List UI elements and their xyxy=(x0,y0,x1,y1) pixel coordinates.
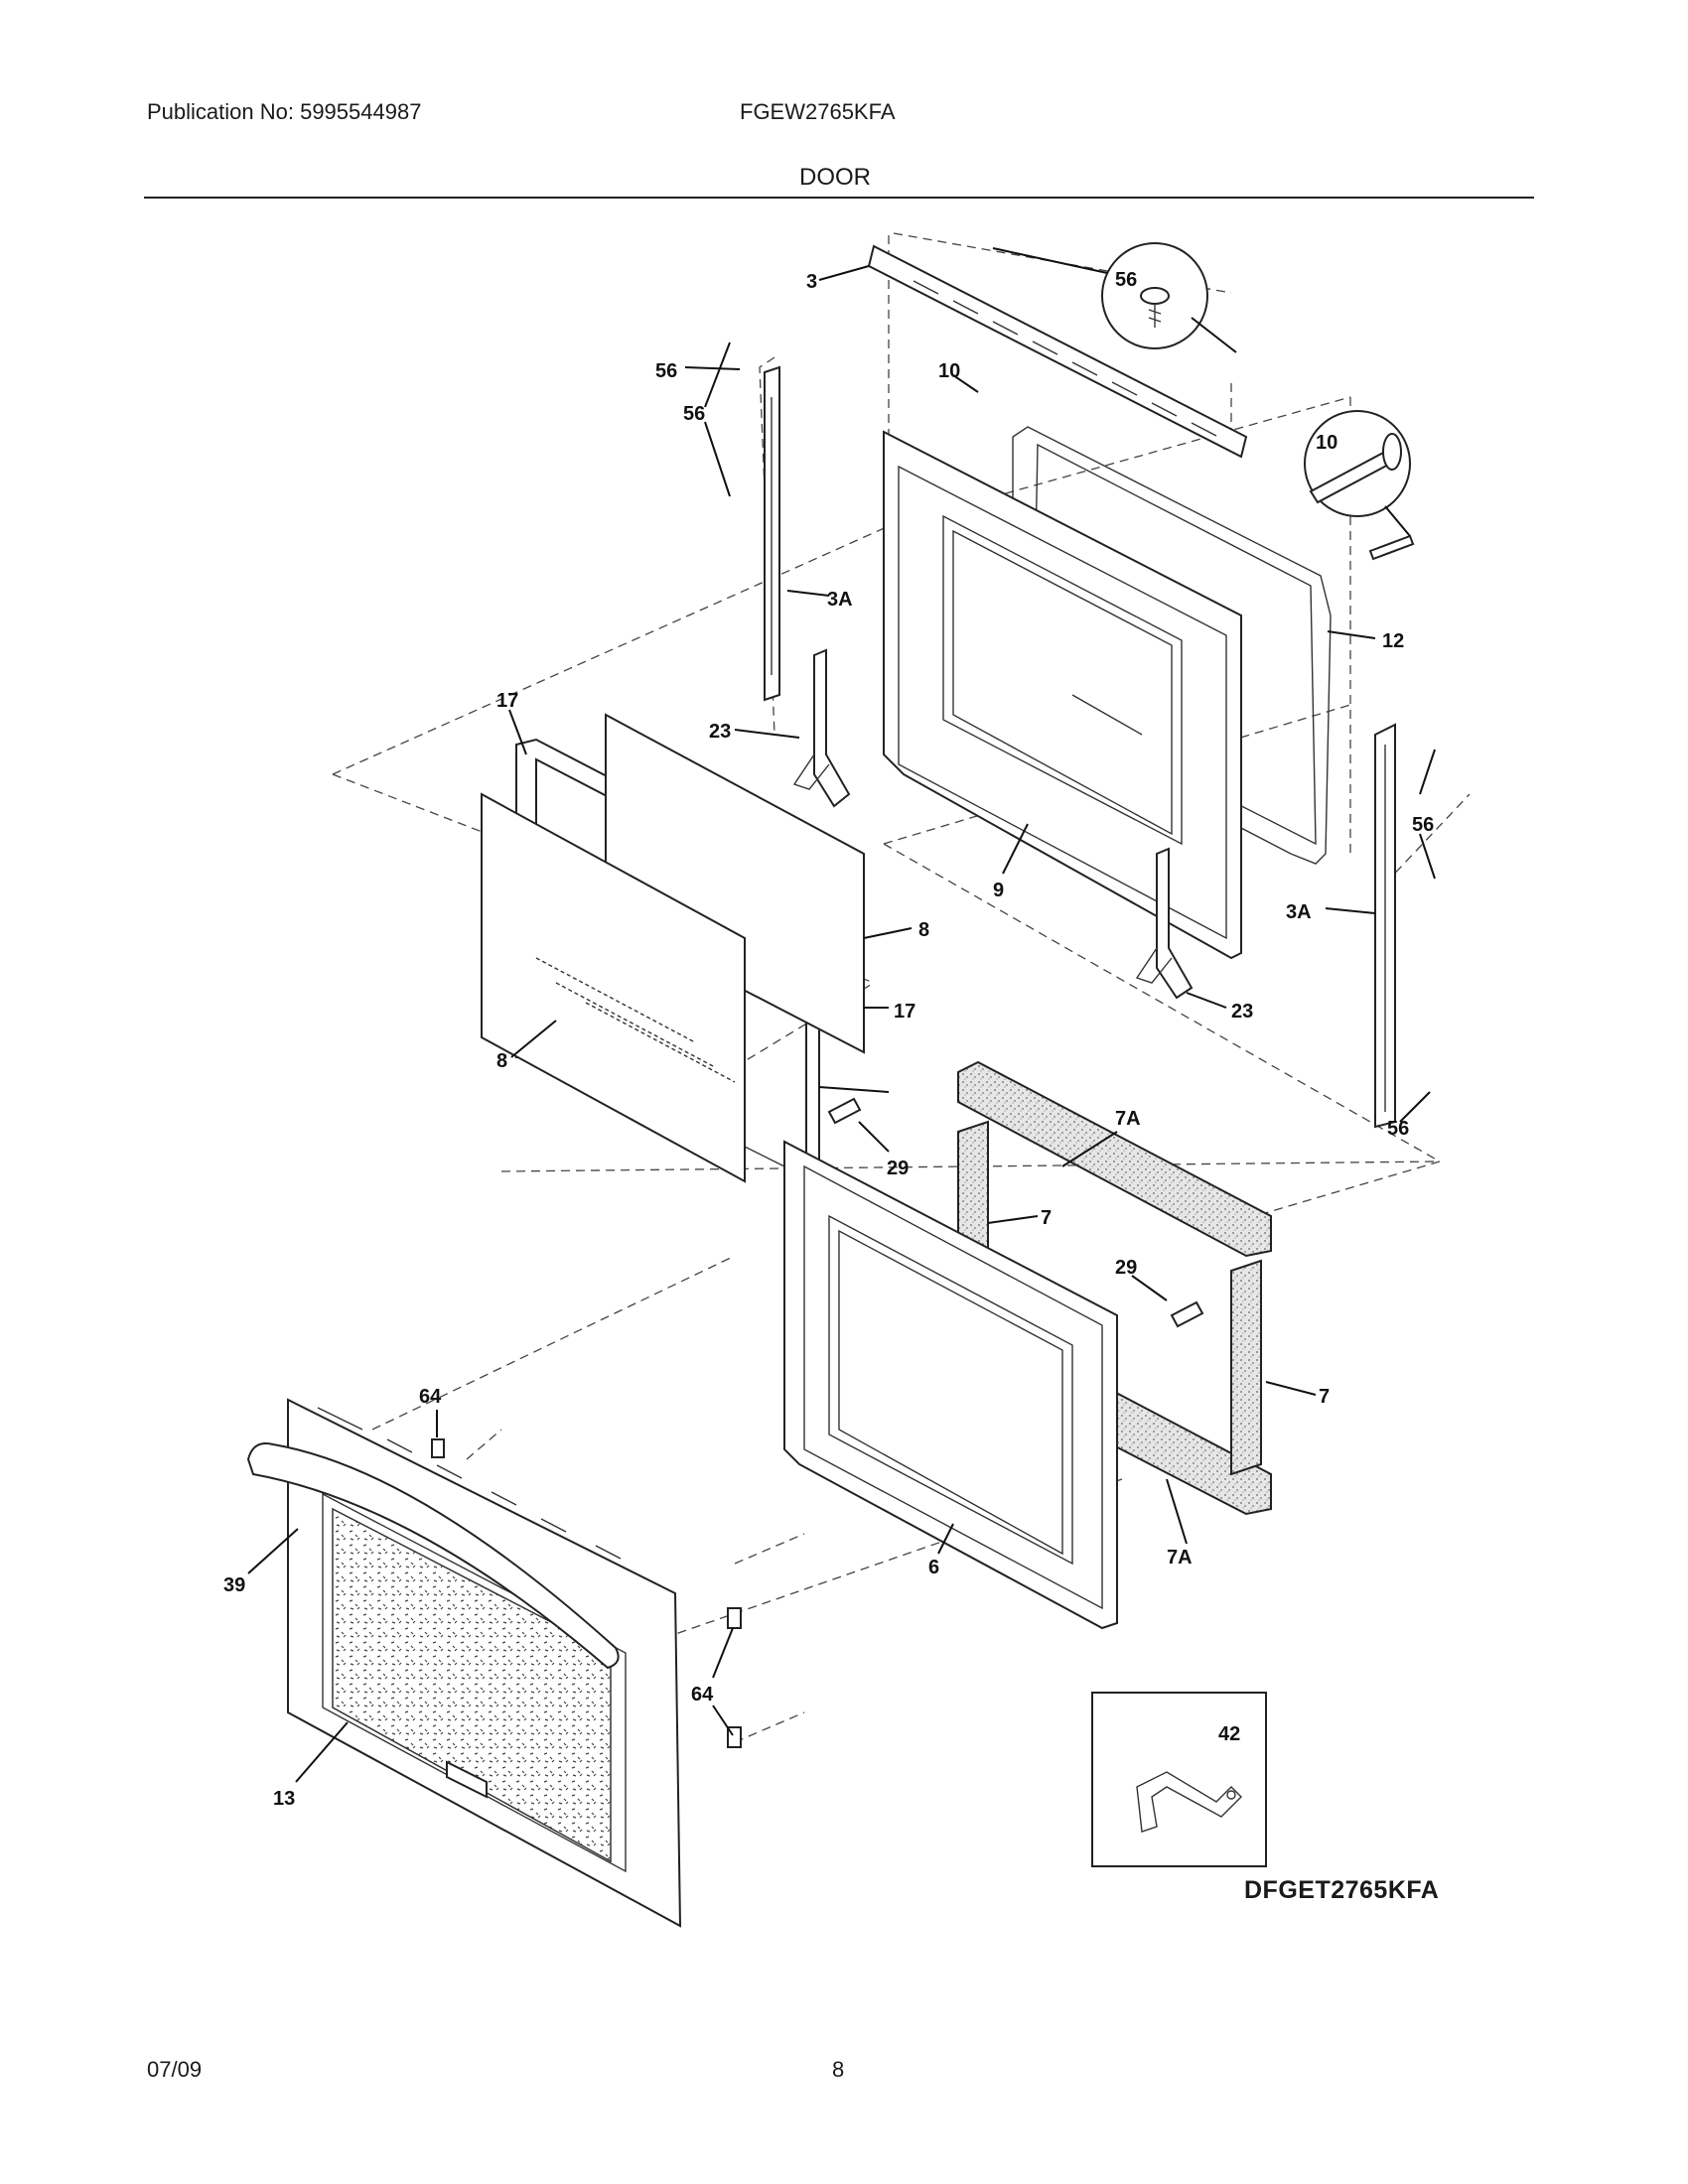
part-9-inner-liner xyxy=(883,430,1242,960)
part-3a-right-channel xyxy=(1374,723,1396,1129)
callout-23-left: 23 xyxy=(709,721,731,743)
callout-29-left: 29 xyxy=(887,1158,909,1179)
callout-56-mid: 56 xyxy=(655,360,677,382)
part-13-outer-door xyxy=(287,1398,682,1928)
publication-number: Publication No: 5995544987 xyxy=(147,99,422,124)
callout-29-right: 29 xyxy=(1115,1257,1137,1279)
header-rule xyxy=(144,197,1534,199)
diagram-code: DFGET2765KFA xyxy=(1244,1876,1440,1904)
callout-8-left: 8 xyxy=(496,1050,507,1072)
callout-3a-right: 3A xyxy=(1286,901,1312,923)
callout-7a-top: 7A xyxy=(1115,1108,1141,1130)
screw-detail-circle xyxy=(992,242,1237,353)
callout-10-top: 10 xyxy=(938,360,960,382)
leader-lines xyxy=(247,265,1436,1783)
callout-7a-bottom: 7A xyxy=(1167,1547,1193,1569)
callout-42: 42 xyxy=(1218,1723,1240,1745)
callout-56-right: 56 xyxy=(1412,814,1434,836)
model-number: FGEW2765KFA xyxy=(740,99,896,124)
page-number: 8 xyxy=(832,2057,845,2082)
callout-3: 3 xyxy=(806,271,817,293)
callout-13: 13 xyxy=(273,1788,295,1810)
callout-9: 9 xyxy=(993,880,1004,901)
callout-56-left: 56 xyxy=(683,403,705,425)
part-42-detail-box xyxy=(1091,1692,1267,1867)
callout-7-right: 7 xyxy=(1319,1386,1330,1408)
bolt-detail-circle xyxy=(1304,410,1415,561)
callout-3a-left: 3A xyxy=(827,589,853,611)
callout-8-right: 8 xyxy=(918,919,929,941)
callout-7-left: 7 xyxy=(1041,1207,1052,1229)
callout-64-top: 64 xyxy=(419,1386,442,1408)
callout-labels: 3 56 10 56 10 3A 56 12 17 23 56 9 3A 8 2… xyxy=(223,269,1434,1810)
part-3a-left-channel xyxy=(764,365,780,702)
footer-date: 07/09 xyxy=(147,2057,203,2082)
part-6-door-frame xyxy=(783,1140,1118,1630)
callout-56-top: 56 xyxy=(1115,269,1137,291)
callout-39: 39 xyxy=(223,1574,245,1596)
section-title: DOOR xyxy=(799,164,871,191)
callout-12: 12 xyxy=(1382,630,1404,652)
callout-23-right: 23 xyxy=(1231,1001,1253,1023)
callout-56-bottom: 56 xyxy=(1387,1118,1409,1140)
part-3-top-vent-trim xyxy=(867,244,1248,459)
callout-17-bottom: 17 xyxy=(894,1001,915,1023)
callout-64-bottom: 64 xyxy=(691,1684,714,1706)
callout-17-top: 17 xyxy=(496,690,518,712)
part-29-pins xyxy=(827,1097,1204,1328)
callout-10-detail: 10 xyxy=(1316,432,1337,454)
callout-6: 6 xyxy=(928,1557,939,1578)
part-23-hinges xyxy=(792,648,1194,1000)
part-39-handle xyxy=(246,1442,620,1670)
part-8-glass-panels xyxy=(481,713,865,1183)
